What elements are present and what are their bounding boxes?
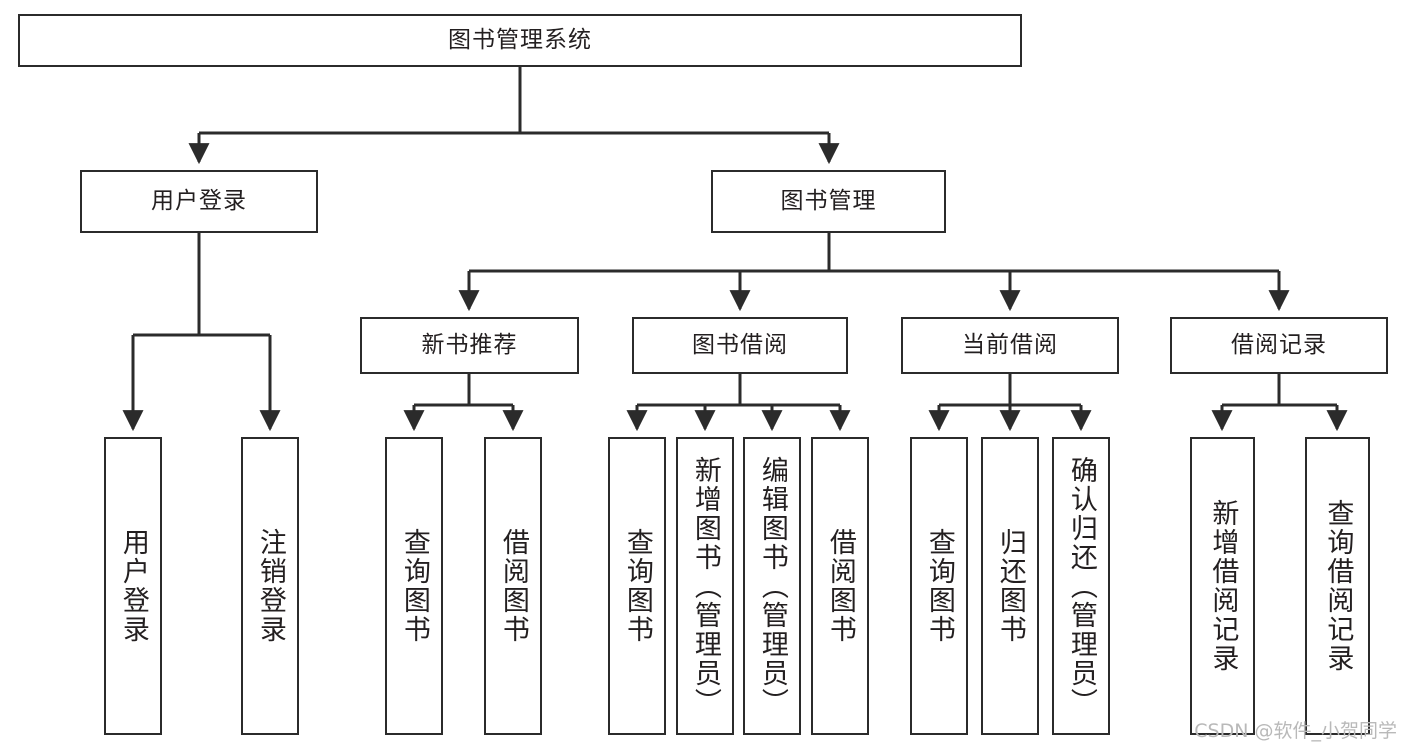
leaf-query-record-label: 查询借阅记录 [1322,499,1354,673]
leaf-borrow-book-label: 借阅图书 [824,528,856,644]
node-user-login-label: 用户登录 [151,187,247,214]
leaf-query-record[interactable]: 查询借阅记录 [1305,437,1370,735]
leaf-edit-book-label: 编辑图书（管理员） [756,455,788,717]
leaf-query-book-cur-label: 查询图书 [923,528,955,644]
node-current-borrow[interactable]: 当前借阅 [901,317,1119,374]
leaf-confirm-return-label: 确认归还（管理员） [1065,455,1097,717]
leaf-query-book-rec[interactable]: 查询图书 [385,437,443,735]
leaf-query-book-borrow[interactable]: 查询图书 [608,437,666,735]
leaf-confirm-return[interactable]: 确认归还（管理员） [1052,437,1110,735]
node-user-login[interactable]: 用户登录 [80,170,318,233]
node-new-book-recommend-label: 新书推荐 [421,331,518,358]
leaf-borrow-book[interactable]: 借阅图书 [811,437,869,735]
leaf-user-login[interactable]: 用户登录 [104,437,162,735]
leaf-user-login-label: 用户登录 [117,528,149,644]
node-root-label: 图书管理系统 [448,26,592,53]
leaf-return-book[interactable]: 归还图书 [981,437,1039,735]
leaf-query-book-rec-label: 查询图书 [398,528,430,644]
leaf-query-book-borrow-label: 查询图书 [621,528,653,644]
node-book-borrow-label: 图书借阅 [692,331,788,358]
leaf-query-book-cur[interactable]: 查询图书 [910,437,968,735]
leaf-add-record-label: 新增借阅记录 [1207,499,1239,673]
node-book-manage-label: 图书管理 [780,187,877,214]
csdn-watermark: CSDN @软件_小贺同学 [1194,720,1397,742]
node-root[interactable]: 图书管理系统 [18,14,1022,67]
node-book-manage[interactable]: 图书管理 [711,170,946,233]
node-borrow-record[interactable]: 借阅记录 [1170,317,1388,374]
node-current-borrow-label: 当前借阅 [962,331,1058,358]
leaf-return-book-label: 归还图书 [994,528,1026,644]
leaf-add-book[interactable]: 新增图书（管理员） [676,437,734,735]
leaf-borrow-book-rec-label: 借阅图书 [497,528,529,644]
leaf-edit-book[interactable]: 编辑图书（管理员） [743,437,801,735]
leaf-add-record[interactable]: 新增借阅记录 [1190,437,1255,735]
node-new-book-recommend[interactable]: 新书推荐 [360,317,579,374]
node-book-borrow[interactable]: 图书借阅 [632,317,848,374]
leaf-add-book-label: 新增图书（管理员） [689,455,721,717]
leaf-borrow-book-rec[interactable]: 借阅图书 [484,437,542,735]
leaf-logout-label: 注销登录 [254,528,286,644]
leaf-logout[interactable]: 注销登录 [241,437,299,735]
node-borrow-record-label: 借阅记录 [1231,331,1327,358]
